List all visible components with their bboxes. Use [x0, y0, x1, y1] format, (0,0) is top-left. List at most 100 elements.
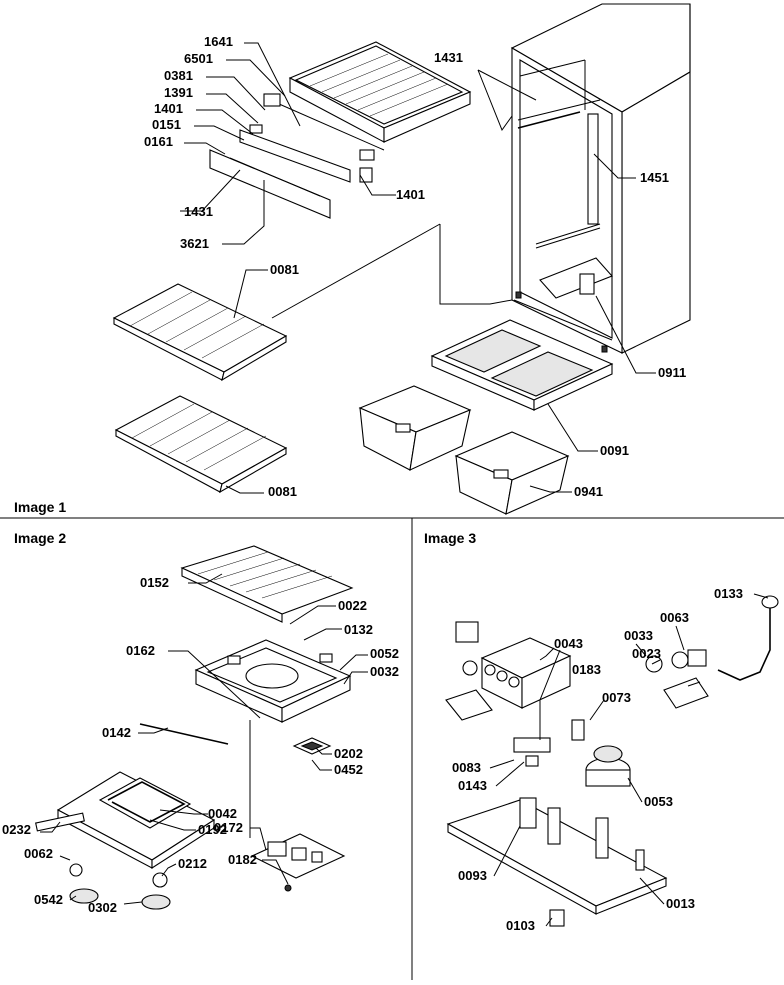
- pan-left-side: [409, 409, 471, 471]
- label-1431-top: 1431: [434, 50, 463, 65]
- evaporator-tray: [35, 771, 216, 870]
- label-0063: 0063: [660, 610, 689, 625]
- image3-title: Image 3: [424, 530, 476, 546]
- crisper-glass-right: [490, 351, 594, 397]
- cabinet-inner-edge: [519, 59, 586, 77]
- panel-dividers: [0, 517, 784, 980]
- shelf-lower-side: [219, 447, 287, 494]
- label-0033: 0033: [624, 628, 653, 643]
- shelf-upper-top: [112, 283, 288, 373]
- housing-tab-left: [227, 655, 241, 665]
- base-plate-0013: [446, 797, 668, 915]
- label-0542: 0542: [34, 892, 63, 907]
- label-0093: 0093: [458, 868, 487, 883]
- housing-port-2: [496, 670, 508, 682]
- part-0542: [69, 888, 99, 904]
- motor-housing: [585, 769, 631, 787]
- part-0033: [645, 655, 663, 673]
- label-1431-left: 1431: [184, 204, 213, 219]
- part-0063: [671, 651, 689, 669]
- board-component-1: [267, 841, 287, 857]
- label-1401-left: 1401: [154, 101, 183, 116]
- lower-shelf-rail-2: [535, 227, 601, 249]
- bracket-part: [359, 167, 373, 183]
- shelf-clip-right: [359, 149, 375, 161]
- image1-panel: Image 1 1641 6501 0381 1391 1401 0151 01…: [14, 3, 691, 515]
- part-0073: [571, 719, 585, 741]
- label-1451: 1451: [640, 170, 669, 185]
- label-0062: 0062: [24, 846, 53, 861]
- part-left-ring: [462, 660, 478, 676]
- cabinet-foot-left: [515, 291, 522, 299]
- label-0032: 0032: [370, 664, 399, 679]
- label-0142: 0142: [102, 725, 131, 740]
- label-0073: 0073: [602, 690, 631, 705]
- label-0162: 0162: [126, 643, 155, 658]
- crisper-cover-side: [533, 363, 613, 411]
- image2-title: Image 2: [14, 530, 66, 546]
- freezer-shelf-inner: [294, 45, 464, 125]
- part-0083: [513, 737, 551, 753]
- label-0091: 0091: [600, 443, 629, 458]
- tray-heater-wire: [107, 781, 186, 823]
- housing-0043-side: [521, 655, 571, 709]
- small-parts-image3: [445, 595, 779, 927]
- label-0081-lower: 0081: [268, 484, 297, 499]
- part-0202-center: [300, 741, 324, 751]
- label-0013: 0013: [666, 896, 695, 911]
- refrigerator-cabinet: [510, 3, 691, 354]
- shelf-lower-top: [114, 395, 288, 485]
- label-0183: 0183: [572, 662, 601, 677]
- label-1641: 1641: [204, 34, 233, 49]
- crisper-pan-right: [454, 431, 570, 515]
- label-0381: 0381: [164, 68, 193, 83]
- crisper-cover: [430, 319, 614, 411]
- shelf-upper-grid: [129, 291, 265, 359]
- image2-panel: Image 2 0152 0022 0132 0052 0032 0162 01…: [2, 530, 399, 915]
- cabinet-divider: [517, 99, 601, 121]
- drain-fitting: [579, 273, 595, 295]
- tray-side: [151, 818, 215, 870]
- label-0192: 0192: [198, 822, 227, 837]
- cabinet-bottom-edge: [513, 299, 613, 341]
- thermostat-channel: [587, 113, 599, 225]
- motor-0053: [585, 745, 631, 787]
- label-0083: 0083: [452, 760, 481, 775]
- part-left-bracket: [445, 689, 493, 721]
- part-0143: [525, 755, 539, 767]
- glass-shelf-lower: [114, 395, 288, 494]
- housing-0043: [480, 637, 572, 709]
- label-1401-right: 1401: [396, 187, 425, 202]
- label-0151: 0151: [152, 117, 181, 132]
- image1-leaders: [180, 42, 656, 494]
- label-0053: 0053: [644, 794, 673, 809]
- label-6501: 6501: [184, 51, 213, 66]
- freezer-shelf-assembly: [209, 41, 472, 219]
- part-0063-block: [687, 649, 707, 667]
- rod-0142: [139, 723, 229, 745]
- label-0202: 0202: [334, 746, 363, 761]
- shelf-clip-left: [263, 93, 281, 107]
- part-0212: [152, 872, 168, 888]
- damper-part: [249, 124, 263, 134]
- front-cover-line: [229, 157, 321, 197]
- cabinet-foot-right: [601, 345, 608, 353]
- housing-side: [281, 675, 351, 723]
- motor-cap: [593, 745, 623, 763]
- board-component-3: [311, 851, 323, 863]
- housing-port-1: [484, 664, 496, 676]
- screw-0182: [284, 884, 292, 892]
- label-0132: 0132: [344, 622, 373, 637]
- crisper-pan-left: [358, 385, 472, 471]
- label-0452: 0452: [334, 762, 363, 777]
- control-housing: [194, 639, 352, 723]
- label-0103: 0103: [506, 918, 535, 933]
- part-0202: [292, 737, 332, 755]
- freezer-shelf-lower-edge: [269, 99, 385, 151]
- image3-leaders: [489, 593, 769, 927]
- housing-port-3: [508, 676, 520, 688]
- pan-right-side: [505, 455, 569, 515]
- label-0232: 0232: [2, 822, 31, 837]
- post-3: [635, 849, 645, 871]
- label-0172: 0172: [214, 820, 243, 835]
